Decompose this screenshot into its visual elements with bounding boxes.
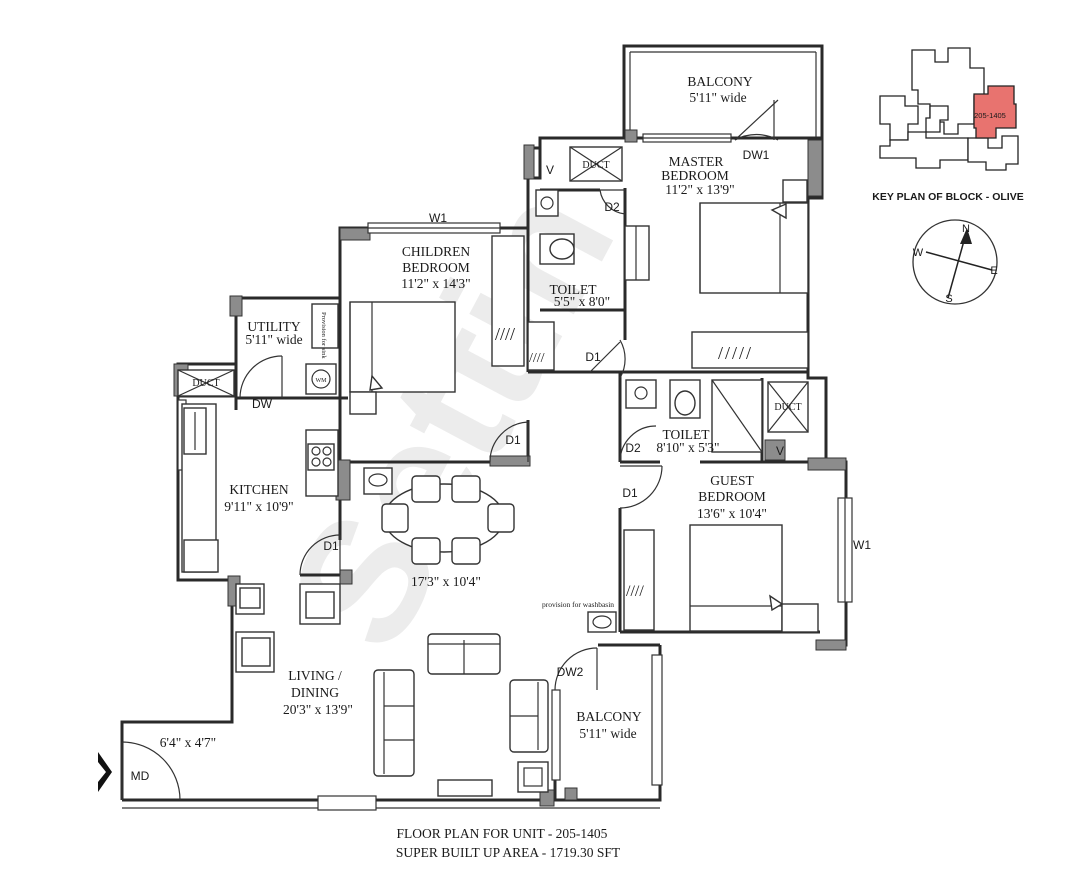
svg-text:////: ////	[495, 324, 515, 344]
tag-md: MD	[131, 769, 150, 783]
balcony-bottom-size: 5'11" wide	[579, 726, 636, 741]
tag-d1-kitchen: D1	[323, 539, 339, 553]
tag-provision-sink: Provision for sink	[320, 312, 327, 359]
provision-sink	[311, 303, 339, 349]
master-shower	[624, 225, 650, 281]
furniture: ///// //// ////	[177, 146, 819, 797]
key-plan: 205-1405 KEY PLAN OF BLOCK - OLIVE	[872, 47, 1024, 203]
tag-dw1: DW1	[743, 148, 770, 162]
tag-duct-kitchen: DUCT	[192, 378, 219, 389]
utility-size: 5'11" wide	[245, 332, 302, 347]
dining-chairs	[381, 475, 515, 565]
children-bedroom-name-2: BEDROOM	[402, 260, 470, 275]
toilet-common-name: TOILET	[663, 427, 711, 442]
master-wardrobe	[691, 331, 809, 369]
guest-wardrobe	[623, 529, 655, 631]
tag-v-common: V	[776, 444, 784, 458]
compass-icon: N E S W	[912, 219, 998, 305]
living-name-1: LIVING /	[288, 668, 342, 683]
dining-basin	[363, 467, 393, 495]
compass-n: N	[962, 223, 970, 235]
side-table	[517, 761, 549, 793]
tag-d1-hall: D1	[585, 350, 601, 364]
washing-machine	[305, 363, 337, 395]
footer: FLOOR PLAN FOR UNIT - 205-1405 SUPER BUI…	[396, 826, 621, 860]
window-bottom-balcony-right	[651, 654, 663, 786]
compass-s: S	[945, 293, 952, 305]
master-basin	[535, 189, 559, 217]
master-bedroom-size: 11'2" x 13'9"	[665, 182, 734, 197]
footer-line-1: FLOOR PLAN FOR UNIT - 205-1405	[397, 826, 608, 841]
master-bedroom-name-2: BEDROOM	[661, 168, 729, 183]
tag-dw: DW	[252, 397, 273, 411]
svg-text:////: ////	[529, 351, 545, 366]
tag-d1-guest: D1	[622, 486, 638, 500]
window-bottom-balcony	[551, 689, 561, 781]
svg-text:////: ////	[626, 583, 644, 600]
living-size: 20'3" x 13'9"	[283, 702, 353, 717]
footer-line-2: SUPER BUILT UP AREA - 1719.30 SFT	[396, 845, 621, 860]
children-wardrobe	[491, 235, 525, 367]
tag-duct-common: DUCT	[774, 402, 801, 413]
balcony-top-name: BALCONY	[687, 74, 753, 89]
tag-duct-master: DUCT	[582, 160, 609, 171]
sofa-left	[373, 669, 415, 777]
toilet-master-size: 5'5" x 8'0"	[554, 294, 610, 309]
svg-text://///: /////	[718, 343, 753, 363]
guest-bedroom-name-2: BEDROOM	[698, 489, 766, 504]
tag-dw2: DW2	[557, 665, 584, 679]
tag-v-master: V	[546, 163, 554, 177]
doors	[98, 99, 779, 801]
dining-size: 17'3" x 10'4"	[411, 574, 481, 589]
tag-d2-common-toilet: D2	[625, 441, 641, 455]
entry-arrow-icon	[98, 752, 112, 792]
room-labels: BALCONY 5'11" wide MASTER BEDROOM 11'2" …	[160, 74, 767, 750]
door-window-tags: W1 W1 DW1 DW DW2 D1 D1 D1 D1 D2 D2 MD V …	[131, 148, 872, 783]
kitchen-name: KITCHEN	[229, 482, 288, 497]
tag-wm: WM	[316, 378, 328, 384]
common-basin	[625, 379, 657, 409]
children-bedroom-name-1: CHILDREN	[402, 244, 470, 259]
children-bedroom-size: 11'2" x 14'3"	[401, 276, 470, 291]
tag-d1-children: D1	[505, 433, 521, 447]
compass-w: W	[913, 247, 924, 259]
guest-bedroom-size: 13'6" x 10'4"	[697, 506, 767, 521]
tag-provision-washbasin: provision for washbasin	[542, 600, 614, 609]
window-living-bottom	[317, 795, 377, 811]
utility-name: UTILITY	[247, 319, 300, 334]
foyer-size: 6'4" x 4'7"	[160, 735, 216, 750]
compass-e: E	[990, 265, 997, 277]
tv-unit	[437, 779, 493, 797]
balcony-top-size: 5'11" wide	[689, 90, 746, 105]
tag-d2-master-toilet: D2	[604, 200, 620, 214]
children-bed	[349, 301, 456, 393]
tag-w1-right: W1	[853, 538, 871, 552]
guest-bedroom-name-1: GUEST	[710, 473, 754, 488]
key-plan-unit-highlight	[973, 85, 1017, 139]
balcony-bottom-name: BALCONY	[576, 709, 642, 724]
toilet-common-size: 8'10" x 5'3"	[656, 440, 719, 455]
master-bedroom-name-1: MASTER	[669, 154, 724, 169]
master-bed	[699, 202, 809, 294]
key-plan-title: KEY PLAN OF BLOCK - OLIVE	[872, 191, 1023, 203]
toilet-master-name: TOILET	[550, 282, 598, 297]
washbasin-provision	[587, 611, 617, 633]
key-plan-unit-tag: 205-1405	[974, 111, 1006, 120]
key-plan-block	[879, 47, 1019, 171]
tag-w1-top: W1	[429, 211, 447, 225]
guest-bed	[689, 524, 783, 632]
living-name-2: DINING	[291, 685, 339, 700]
kitchen-size: 9'11" x 10'9"	[224, 499, 293, 514]
